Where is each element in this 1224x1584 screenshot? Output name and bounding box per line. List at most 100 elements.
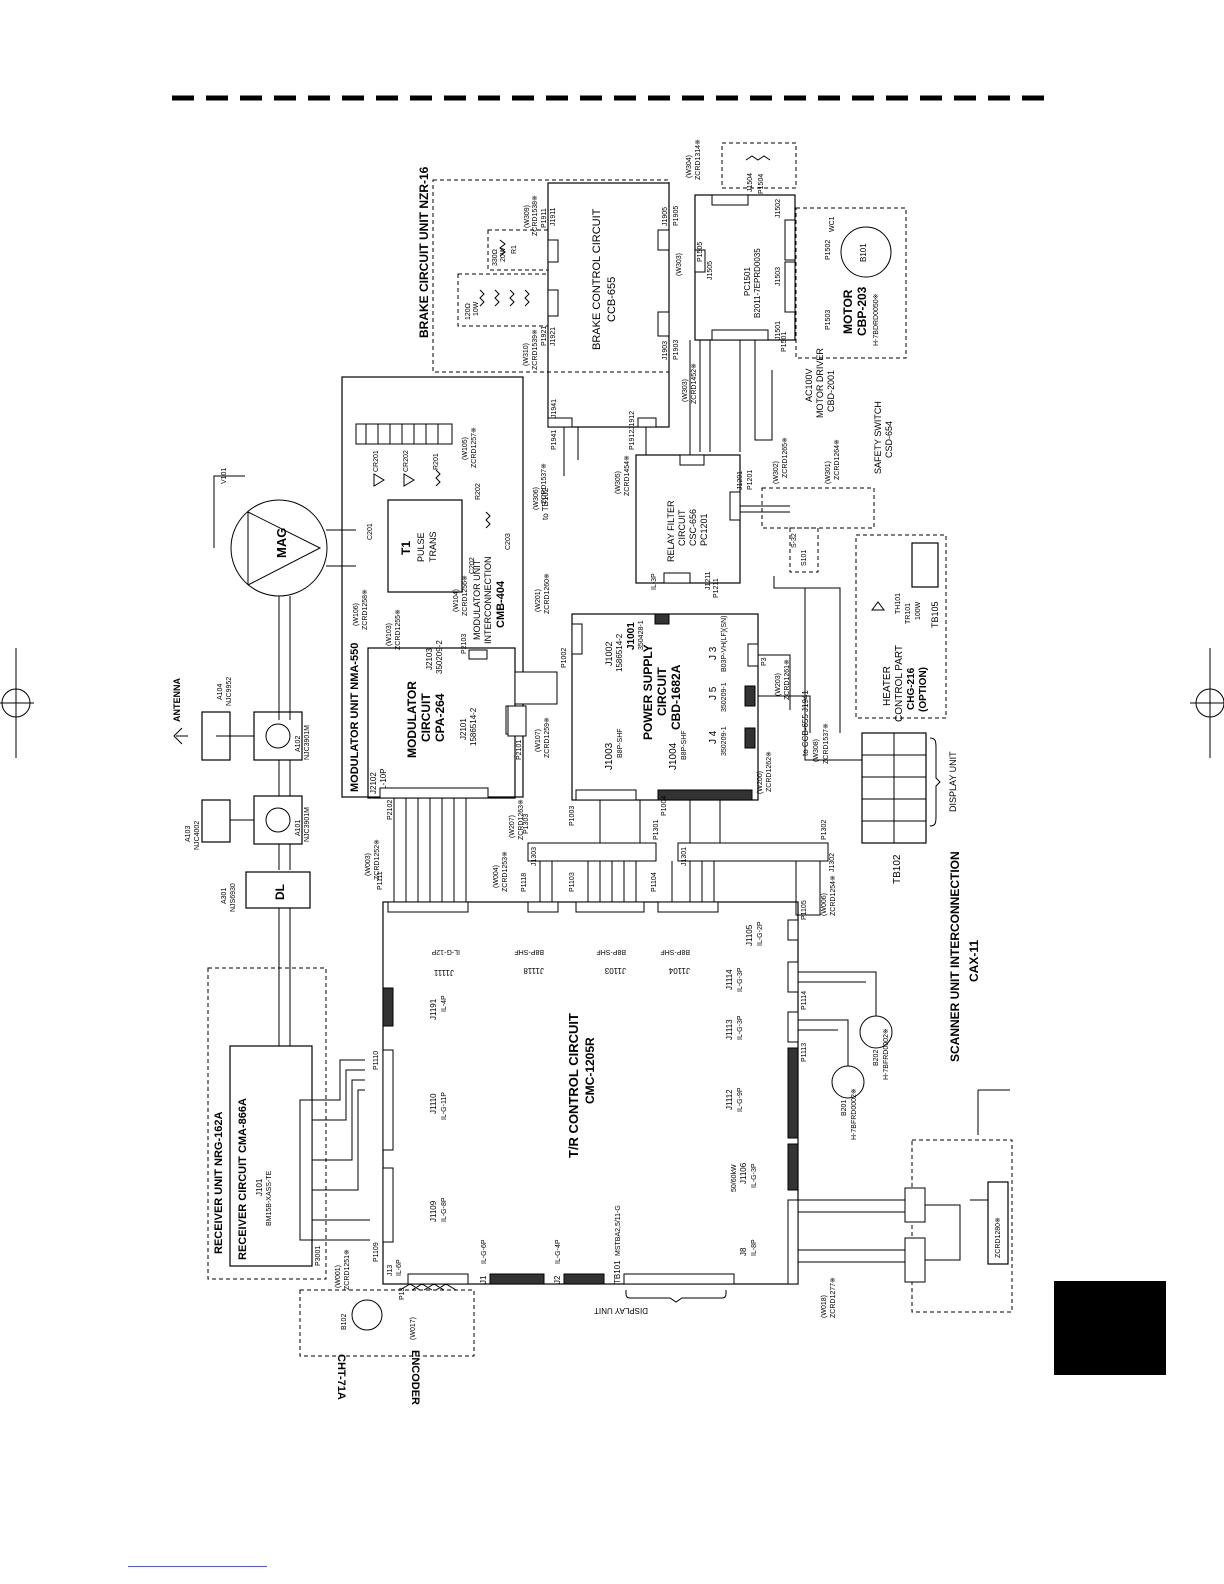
connector-j1003 bbox=[575, 789, 637, 801]
heater-l2: CONTROL PART bbox=[894, 645, 905, 722]
c203-label: C203 bbox=[505, 533, 512, 550]
hv-bank-plates bbox=[365, 424, 439, 444]
j1106p-label: IL-G-3P bbox=[751, 1163, 758, 1188]
diode-limiter-dl bbox=[245, 871, 311, 909]
j1103p-label: B8P-SHF bbox=[596, 948, 626, 955]
c202-label: C202 bbox=[469, 557, 476, 574]
terminal-upper bbox=[904, 1187, 926, 1223]
j1114-label: J1114 bbox=[725, 969, 734, 990]
connector-j1001 bbox=[654, 613, 670, 625]
p1114-label: P1114 bbox=[801, 991, 808, 1010]
p1211-label: P1211 bbox=[713, 578, 720, 598]
p1505-label: P1505 bbox=[697, 242, 704, 262]
resistor-r201 bbox=[435, 469, 441, 487]
r120w-label: 10W bbox=[473, 301, 480, 316]
p1110-label: P1110 bbox=[373, 1051, 380, 1070]
j1-label: J1 bbox=[479, 1275, 488, 1284]
b202-label: B202 bbox=[873, 1050, 880, 1066]
w310-label: (W310) bbox=[523, 343, 530, 366]
p3001-label: P3001 bbox=[315, 1246, 322, 1266]
switch-s101-box bbox=[789, 527, 819, 573]
j1191-label: J1191 bbox=[429, 998, 438, 1020]
a104-part: NJC9952 bbox=[226, 677, 233, 706]
connector-j1106 bbox=[787, 1143, 799, 1191]
display-unit-label: DISPLAY UNIT bbox=[948, 751, 958, 812]
connector-j1112 bbox=[787, 1047, 799, 1139]
w006-label: (W006) bbox=[821, 893, 828, 916]
w018-label: (W018) bbox=[821, 1295, 828, 1318]
p1105-label: P1105 bbox=[801, 900, 808, 920]
top-resistor-symbol bbox=[745, 155, 771, 161]
mag-label: MAG bbox=[274, 528, 289, 558]
dl-label: DL bbox=[273, 884, 287, 900]
a301-part: NJS6930 bbox=[230, 883, 237, 912]
to-tb102-label: to TB102 bbox=[541, 487, 550, 520]
j8p-label: IL-8P bbox=[751, 1239, 758, 1256]
p1503-label: P1503 bbox=[825, 310, 832, 330]
power-supply-l2: CIRCUIT bbox=[655, 667, 669, 716]
p1301-label: P1301 bbox=[653, 820, 660, 840]
w308-label: (W308) bbox=[813, 739, 820, 762]
r1-label: R1 bbox=[511, 245, 518, 254]
w001p-label: ZCRD1251※ bbox=[344, 1249, 351, 1290]
w302-label: (W302) bbox=[773, 461, 780, 484]
c201-label: C201 bbox=[367, 523, 374, 540]
fan-b201-symbol bbox=[831, 1065, 865, 1099]
motor-label: MOTOR bbox=[841, 289, 855, 334]
p1502-label: P1502 bbox=[825, 240, 832, 260]
terminal-lower bbox=[904, 1237, 926, 1283]
j1114p-label: IL-G-3P bbox=[737, 967, 744, 992]
modulator-l2: CIRCUIT bbox=[419, 693, 433, 742]
j1109-label: J1109 bbox=[429, 1200, 438, 1222]
tb101-label: TB101 bbox=[613, 1260, 622, 1284]
w200-label: (W200) bbox=[757, 771, 764, 794]
motor-driver-label: MOTOR DRIVER bbox=[815, 348, 825, 418]
w303p-label: ZCRD1452※ bbox=[691, 363, 698, 404]
relay-terminal-strip-2 bbox=[677, 842, 829, 862]
w104p-label: ZCRD1256※ bbox=[462, 575, 469, 616]
connector-j1103 bbox=[575, 901, 645, 913]
thermostat-symbol bbox=[871, 601, 885, 611]
connector-j1114 bbox=[787, 961, 799, 993]
footer-link-line bbox=[128, 1566, 267, 1567]
cr201-label: CR201 bbox=[373, 450, 380, 472]
motor-b101-symbol bbox=[840, 226, 892, 278]
w310p-label: ZCRD1539※ bbox=[532, 329, 539, 370]
r202-label: R202 bbox=[475, 483, 482, 500]
j1501-label: J1501 bbox=[775, 321, 782, 340]
j1941-label: J1941 bbox=[551, 399, 558, 418]
connector-j3 bbox=[747, 643, 759, 667]
p1504-label: P1504 bbox=[758, 174, 765, 194]
diagram-model: CAX-11 bbox=[967, 940, 981, 982]
connector-j1004 bbox=[657, 789, 753, 801]
p3-label: P3 bbox=[761, 657, 768, 666]
encoder-b102-symbol bbox=[351, 1299, 383, 1331]
j1912-label: J1912 bbox=[629, 411, 636, 430]
receiver-wire-bundle bbox=[312, 1059, 370, 1241]
connector-j1104 bbox=[657, 901, 719, 913]
safety-switch-code: CSD-654 bbox=[884, 421, 894, 458]
j2101p-label: 1586514-2 bbox=[469, 707, 478, 746]
mod-interconnect-l2: INTERCONNECTION bbox=[483, 557, 493, 645]
connector-j4 bbox=[744, 727, 756, 749]
w304-label: (W304) bbox=[686, 155, 693, 178]
w305p-label: ZCRD1454※ bbox=[624, 455, 631, 496]
p1911-label: P1911 bbox=[541, 208, 548, 228]
heater-l3: CHG-216 bbox=[906, 667, 917, 710]
w207-label: (W207) bbox=[509, 815, 516, 838]
th101-label: TH101 bbox=[895, 593, 902, 614]
w203p-label: ZCRD1261※ bbox=[784, 659, 791, 700]
connector-j13 bbox=[407, 1273, 469, 1285]
circulator-a102-symbol bbox=[265, 723, 291, 749]
tr-control-l2: CMC-1205R bbox=[583, 1037, 597, 1104]
j3-label: J 3 bbox=[708, 646, 719, 660]
s101-label: S101 bbox=[801, 550, 808, 566]
a102-label: A102 bbox=[295, 736, 302, 752]
j1112p-label: IL-G-9P bbox=[737, 1087, 744, 1112]
j4p-label: 350209-1 bbox=[721, 726, 728, 756]
p1912-label: P1912 bbox=[629, 430, 636, 450]
p1303-label: P1303 bbox=[523, 814, 530, 834]
w103p-label: ZCRD1255※ bbox=[395, 609, 402, 650]
pc1501-label: PC1501 bbox=[743, 267, 752, 296]
